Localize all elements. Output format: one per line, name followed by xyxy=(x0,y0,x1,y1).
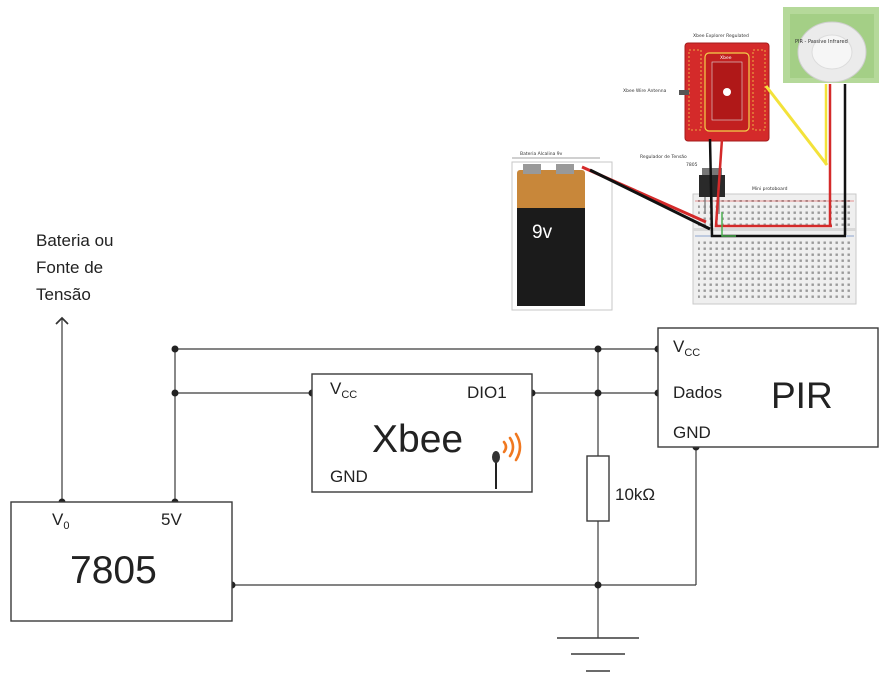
xbee-board-caption: Xbee Explorer Regulated xyxy=(693,33,749,39)
ground-icon xyxy=(557,637,639,672)
xbee-name: Xbee xyxy=(372,418,463,461)
svg-text:Fonte de: Fonte de xyxy=(36,258,103,277)
power-source-label: Bateria ou Fonte de Tensão xyxy=(36,231,114,304)
svg-text:Bateria ou: Bateria ou xyxy=(36,231,114,250)
hardware-illustration: Mini protoboard 9v Bateria Alcalina 9v R… xyxy=(511,7,879,311)
pir-data-pin: Dados xyxy=(673,383,722,402)
resistor-value: 10kΩ xyxy=(615,485,655,504)
radio-waves-icon xyxy=(502,432,522,462)
breadboard-caption: Mini protoboard xyxy=(752,186,788,192)
pir-caption: PIR - Passive Infrared xyxy=(795,39,848,45)
regulator-caption: Regulador de Tensão xyxy=(640,154,687,160)
photo-wires xyxy=(581,84,847,238)
battery-9v: 9v xyxy=(511,161,613,311)
antenna-caption: Xbee Wire Antenna xyxy=(623,88,667,94)
xbee-explorer-board: Xbee xyxy=(684,42,770,142)
regulator-7805: V0 5V 7805 xyxy=(10,501,233,622)
battery-label: 9v xyxy=(532,222,553,243)
xbee-gnd-pin: GND xyxy=(330,467,368,486)
xbee-chip-label: Xbee xyxy=(720,55,732,61)
pir-name: PIR xyxy=(771,375,833,416)
pir-sensor-photo: PIR - Passive Infrared xyxy=(783,7,879,83)
pir-module: VCC Dados GND PIR xyxy=(657,327,879,448)
svg-text:Tensão: Tensão xyxy=(36,285,91,304)
xbee-dio1-pin: DIO1 xyxy=(467,383,507,402)
regulator-caption-part: 7805 xyxy=(686,162,698,168)
pir-gnd-pin: GND xyxy=(673,423,711,442)
resistor-10k: 10kΩ xyxy=(586,455,655,522)
regulator-name: 7805 xyxy=(70,549,157,592)
schematic-wires xyxy=(55,316,697,638)
regulator-output-pin: 5V xyxy=(161,510,182,529)
battery-caption: Bateria Alcalina 9v xyxy=(520,151,563,157)
pir-vcc-pin: VCC xyxy=(673,337,700,359)
regulator-input-pin: V0 xyxy=(52,510,69,532)
xbee-vcc-pin: VCC xyxy=(330,379,357,401)
antenna-icon xyxy=(492,451,500,489)
xbee-module: VCC DIO1 GND Xbee xyxy=(311,373,533,493)
